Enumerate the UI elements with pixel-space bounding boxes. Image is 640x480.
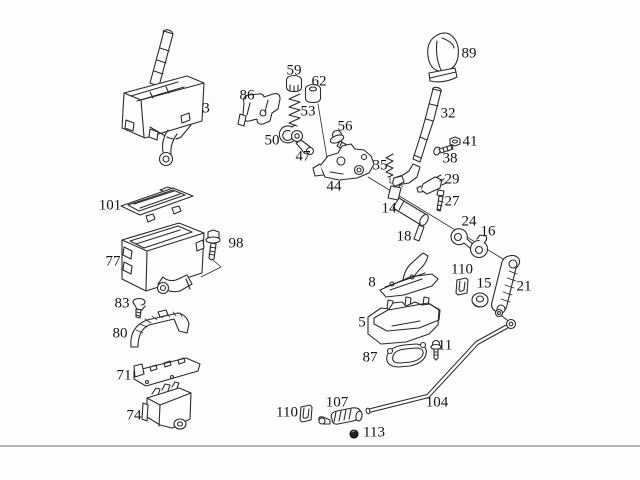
part-label-71: 71 — [116, 367, 132, 384]
part-label-101: 101 — [98, 197, 122, 214]
part-label-18: 18 — [396, 228, 412, 245]
part-label-113: 113 — [363, 424, 385, 441]
part-74-switch-unit-icon — [141, 381, 192, 430]
part-label-14: 14 — [381, 200, 397, 217]
part-77-shifter-housing-icon — [121, 222, 205, 295]
part-29-bushing-fitting-icon — [416, 174, 447, 195]
part-3-shift-assembly-icon — [121, 29, 205, 167]
part-15-grommet-icon — [471, 292, 489, 308]
part-41-nut-icon — [449, 136, 461, 147]
part-label-86: 86 — [239, 87, 255, 104]
part-label-56: 56 — [337, 118, 353, 135]
part-label-87: 87 — [362, 349, 378, 366]
part-44-bracket-housing-icon — [312, 143, 375, 181]
part-98-screw-icon — [205, 229, 221, 261]
part-5-lower-housing-icon — [367, 296, 441, 345]
part-53-coil-spring-icon — [288, 93, 301, 127]
part-label-16: 16 — [480, 223, 496, 240]
part-38-bolt-icon — [433, 144, 454, 156]
part-101-shift-gate-cover-icon — [120, 186, 194, 223]
part-label-29: 29 — [444, 171, 460, 188]
part-label-35: 35 — [372, 157, 388, 174]
part-label-110b: 110 — [276, 404, 298, 421]
part-71-contact-module-icon — [133, 357, 201, 387]
part-label-21: 21 — [516, 278, 532, 295]
part-label-53: 53 — [300, 103, 316, 120]
part-32-shift-lever-rod-icon — [392, 86, 442, 187]
part-21-intermediate-lever-icon — [491, 254, 521, 314]
part-89-shift-knob-icon — [427, 32, 459, 83]
part-label-98: 98 — [228, 235, 244, 252]
part-80-arch-bracket-icon — [130, 309, 190, 348]
part-107-rod-connector-icon — [318, 407, 363, 425]
part-label-11: 11 — [437, 337, 453, 354]
part-47-lever-pin-icon — [290, 129, 315, 156]
part-label-62: 62 — [311, 73, 327, 90]
part-83-screw-icon — [132, 297, 146, 319]
part-35-spring-icon — [385, 153, 394, 178]
part-110b-retaining-clip-icon — [299, 404, 313, 423]
part-62-bushing-icon — [304, 83, 322, 104]
part-label-80: 80 — [112, 325, 128, 342]
footer-divider — [0, 445, 640, 447]
part-86-bearing-bracket-icon — [237, 93, 281, 127]
part-label-50: 50 — [264, 132, 280, 149]
part-label-74: 74 — [126, 407, 142, 424]
part-18-pin-icon — [413, 224, 425, 242]
part-label-8: 8 — [368, 274, 376, 291]
part-label-24: 24 — [461, 213, 477, 230]
part-label-32: 32 — [440, 105, 456, 122]
part-110a-retaining-clip-icon — [455, 277, 469, 296]
part-59-cap-icon — [285, 74, 303, 93]
part-label-5: 5 — [358, 314, 366, 331]
part-24-clamp-icon — [450, 228, 475, 250]
part-label-107: 107 — [325, 394, 349, 411]
part-label-38: 38 — [442, 150, 458, 167]
part-label-83: 83 — [114, 295, 130, 312]
part-27-bolt-icon — [436, 189, 445, 212]
part-label-89: 89 — [461, 45, 477, 62]
part-label-41: 41 — [462, 133, 478, 150]
part-104-shift-rod-icon — [365, 308, 517, 415]
part-label-47: 47 — [295, 148, 311, 165]
part-label-77: 77 — [105, 253, 121, 270]
part-label-59: 59 — [286, 62, 302, 79]
part-label-110a: 110 — [451, 261, 473, 278]
part-label-15: 15 — [476, 275, 492, 292]
part-11-screw-icon — [430, 339, 442, 361]
part-label-104: 104 — [425, 394, 449, 411]
part-87-gasket-icon — [386, 341, 427, 368]
part-label-3: 3 — [202, 100, 210, 117]
part-113-ball-icon — [349, 429, 359, 439]
part-label-44: 44 — [326, 178, 342, 195]
part-16-bushing-holder-icon — [469, 234, 489, 259]
part-label-27: 27 — [444, 193, 460, 210]
part-8-detent-plate-icon — [379, 252, 439, 298]
